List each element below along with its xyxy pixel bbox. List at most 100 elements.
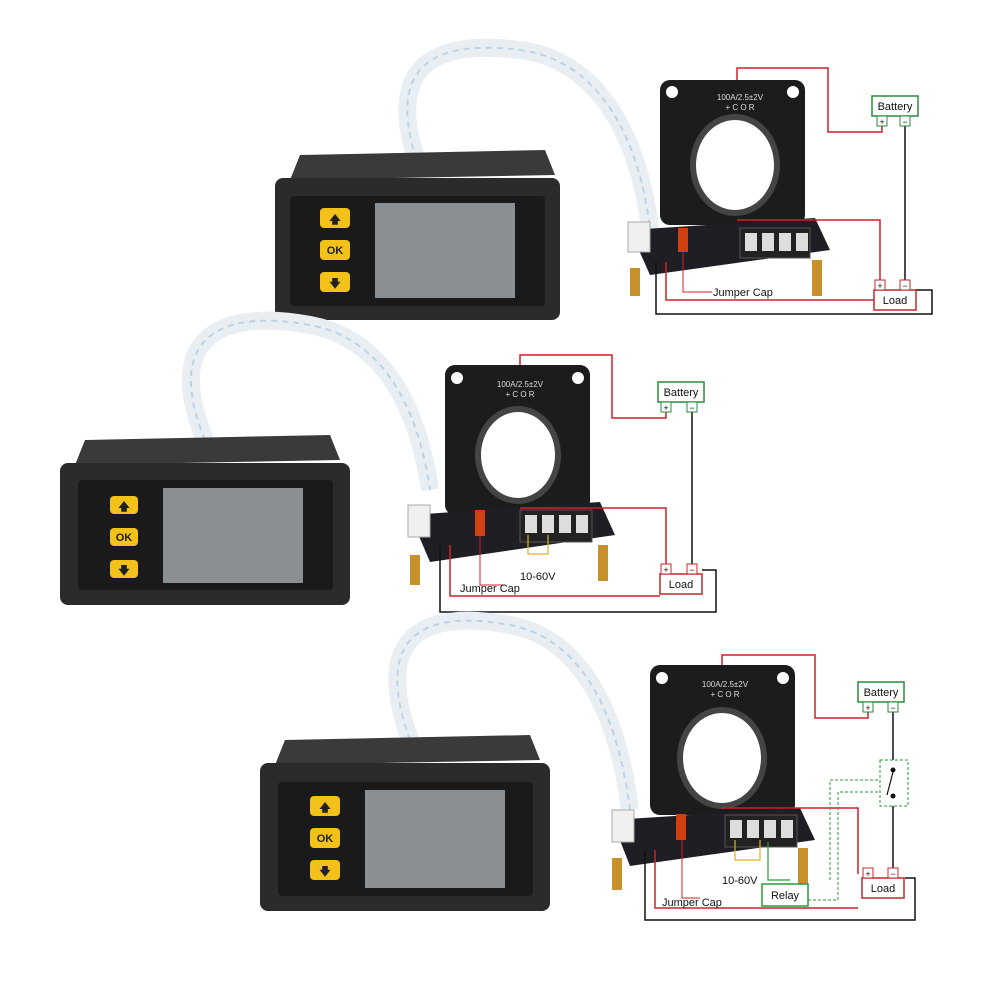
load-label: Load	[883, 295, 907, 307]
sensor-pcb-board	[407, 502, 615, 585]
battery-label: Battery	[878, 101, 913, 113]
down-button[interactable]	[310, 860, 340, 880]
wire-load-negative	[439, 545, 717, 613]
wire-battery-positive	[519, 354, 667, 419]
meter-display-unit: 🡅 OK 🡇	[275, 150, 560, 320]
hall-current-sensor: 100A/2.5±2V + C O R	[445, 365, 590, 515]
battery-plus: +	[663, 403, 668, 413]
relay-box	[761, 883, 809, 907]
load-box	[861, 877, 905, 899]
wire-load-positive	[737, 219, 881, 288]
wiring-panel-3: 🡅 OK 🡇 100A/2.5±2V + C O R Bat	[0, 611, 1000, 1000]
load-box	[659, 573, 703, 595]
ok-button-label: OK	[116, 532, 133, 544]
ok-button-label: OK	[317, 833, 334, 845]
jumper-cap-label: Jumper Cap	[662, 897, 722, 909]
up-button[interactable]	[310, 796, 340, 816]
voltage-range-label: 10-60V	[520, 571, 556, 583]
jumper-cap-label: Jumper Cap	[713, 287, 773, 299]
jumper-leader	[479, 536, 505, 586]
wire-relay-coil-1	[829, 779, 880, 880]
wire-load-negative	[655, 262, 933, 315]
panel-3-drawing: 🡅 OK 🡇 100A/2.5±2V + C O R Bat	[260, 611, 916, 921]
up-arrow-icon: 🡅	[118, 500, 130, 513]
meter-display-unit: 🡅 OK 🡇	[260, 735, 550, 911]
wire-voltage-sense	[734, 840, 761, 861]
down-button[interactable]	[320, 272, 350, 292]
ribbon-cable-stripe	[406, 46, 651, 231]
voltage-range-label: 10-60V	[722, 875, 758, 887]
up-button[interactable]	[110, 496, 138, 514]
up-button[interactable]	[320, 208, 350, 228]
jumper-leader	[681, 840, 700, 899]
battery-plus: +	[865, 703, 870, 713]
jumper-cap	[676, 814, 686, 840]
wiring-panel-2: 🡅 OK 🡇 100A/2.5±2V + C O R Battery + − L…	[0, 311, 1000, 630]
down-arrow-icon: 🡇	[319, 865, 331, 878]
sensor-sub-label: + C O R	[710, 690, 739, 699]
wire-supply	[665, 262, 880, 301]
wire-relay-control	[767, 842, 790, 881]
load-plus: +	[663, 565, 668, 575]
wire-battery-positive	[721, 654, 869, 719]
load-plus: +	[865, 869, 870, 879]
down-button[interactable]	[110, 560, 138, 578]
meter-screen	[375, 203, 515, 298]
sensor-pcb-board	[627, 218, 830, 296]
down-arrow-icon: 🡇	[329, 277, 341, 290]
battery-label: Battery	[864, 687, 899, 699]
meter-display-unit: 🡅 OK 🡇	[60, 435, 350, 605]
hall-current-sensor: 100A/2.5±2V + C O R	[660, 80, 805, 225]
battery-minus: −	[902, 117, 907, 127]
load-minus: −	[890, 869, 895, 879]
load-box	[873, 289, 917, 311]
battery-minus: −	[689, 403, 694, 413]
ok-button[interactable]	[310, 828, 340, 848]
wiring-panel-1: 🡅 OK 🡇 100A/2.5±2V + C O R Battery + −	[0, 0, 1000, 330]
wire-supply	[654, 850, 858, 909]
load-label: Load	[871, 883, 895, 895]
sensor-rating-label: 100A/2.5±2V	[702, 680, 749, 689]
down-arrow-icon: 🡇	[118, 564, 130, 577]
hall-current-sensor: 100A/2.5±2V + C O R	[650, 665, 795, 815]
jumper-cap-label: Jumper Cap	[460, 583, 520, 595]
battery-box	[871, 95, 919, 117]
up-arrow-icon: 🡅	[319, 801, 331, 814]
battery-minus: −	[890, 703, 895, 713]
battery-box	[657, 381, 705, 403]
wire-relay-coil-2	[808, 791, 880, 901]
sensor-sub-label: + C O R	[725, 103, 754, 112]
battery-plus: +	[879, 117, 884, 127]
sensor-rating-label: 100A/2.5±2V	[717, 93, 764, 102]
sensor-rating-label: 100A/2.5±2V	[497, 380, 544, 389]
jumper-cap	[475, 510, 485, 536]
load-minus: −	[902, 281, 907, 291]
ok-button[interactable]	[110, 528, 138, 546]
wire-voltage-sense	[527, 535, 549, 555]
jumper-cap	[678, 228, 688, 252]
up-arrow-icon: 🡅	[329, 213, 341, 226]
meter-screen	[163, 488, 303, 583]
load-label: Load	[669, 579, 693, 591]
relay-switch	[879, 759, 909, 807]
panel-1-drawing: 🡅 OK 🡇 100A/2.5±2V + C O R Battery + −	[275, 38, 933, 320]
sensor-sub-label: + C O R	[505, 390, 534, 399]
battery-box	[857, 681, 905, 703]
ok-button[interactable]	[320, 240, 350, 260]
sensor-pcb-board	[611, 808, 815, 890]
panel-2-drawing: 🡅 OK 🡇 100A/2.5±2V + C O R Battery + − L…	[60, 311, 717, 613]
ok-button-label: OK	[327, 245, 344, 257]
wire-supply	[449, 545, 660, 597]
relay-label: Relay	[771, 890, 800, 902]
ribbon-cable-stripe	[396, 619, 631, 811]
wire-load-positive	[722, 807, 859, 874]
wire-load-negative	[644, 850, 916, 921]
battery-label: Battery	[664, 387, 699, 399]
load-plus: +	[877, 281, 882, 291]
ribbon-cable-stripe	[189, 319, 431, 491]
load-minus: −	[689, 565, 694, 575]
wire-load-positive	[520, 507, 667, 568]
wire-battery-positive	[736, 67, 883, 133]
jumper-leader	[682, 252, 712, 293]
meter-screen	[365, 790, 505, 888]
